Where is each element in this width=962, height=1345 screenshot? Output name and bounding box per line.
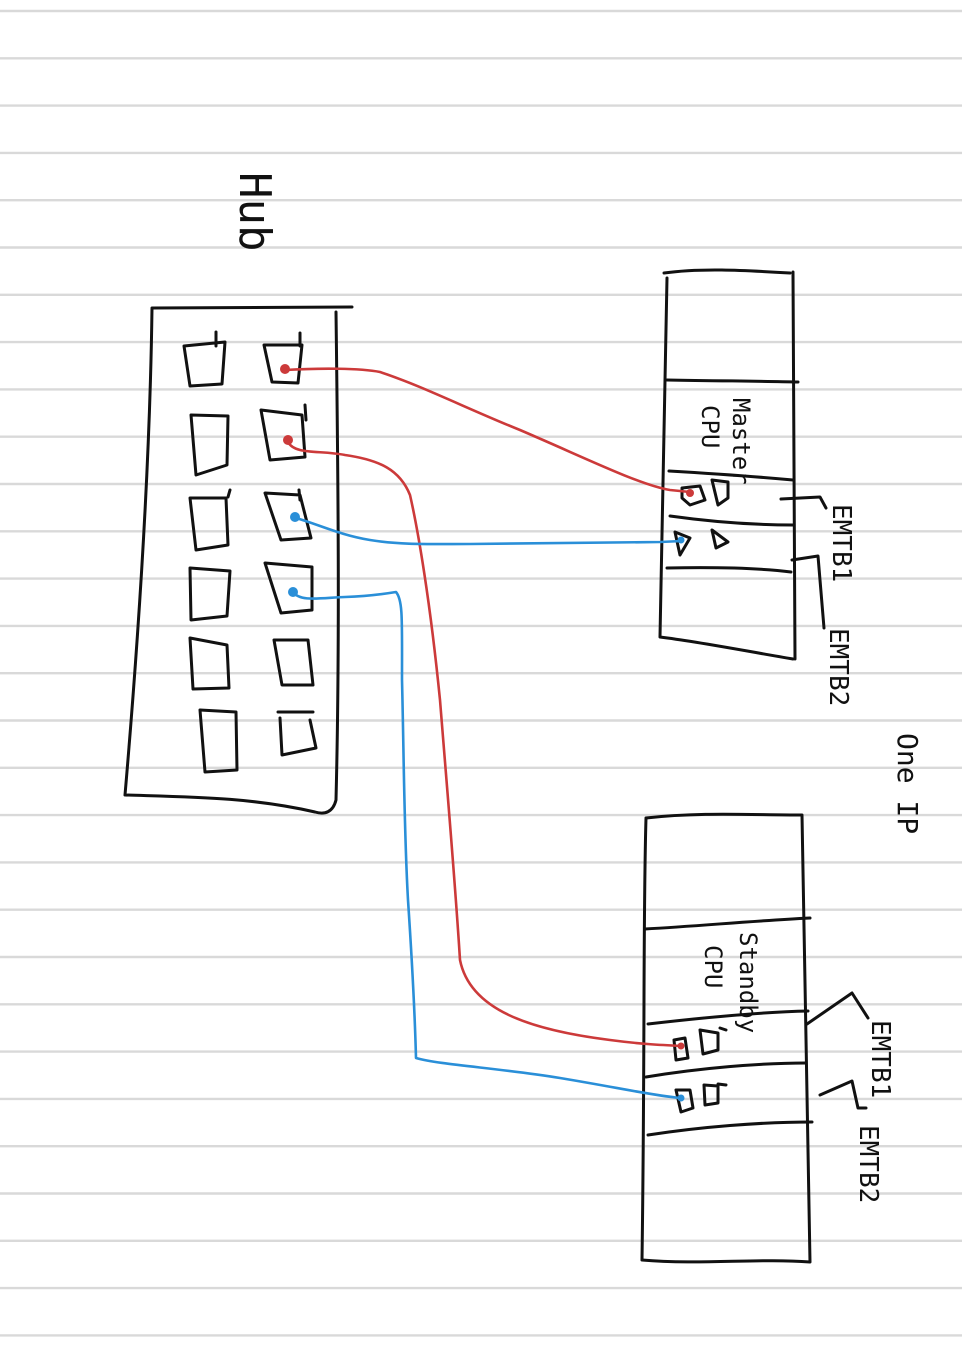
hub-port-connected-red (259, 403, 308, 462)
red-cable-endpoint (677, 1042, 685, 1050)
master-emtb1-leader (779, 495, 828, 510)
master-rack-slot-divider (665, 378, 800, 384)
red-cable-endpoint (283, 435, 293, 445)
master-module1-port (680, 484, 707, 507)
hub-port (188, 636, 231, 691)
standby-emtb1-leader (805, 991, 870, 1026)
standby-rack-outline (640, 812, 812, 1264)
master-emtb2-label: EMTB2 (823, 628, 853, 706)
master-module2-port (673, 530, 692, 557)
hub-ports-left-column (182, 330, 239, 774)
master-module1-port (710, 478, 730, 507)
blue-cable-endpoint (677, 536, 685, 544)
master-rack-slot-divider (665, 566, 793, 574)
standby-module2-port (674, 1088, 695, 1114)
master-cpu-label-line2: CPU (696, 405, 724, 448)
hub-port (182, 330, 227, 388)
hub-port (189, 413, 230, 477)
hub-label: Hub (229, 172, 280, 251)
red-cable-endpoint (280, 364, 290, 374)
hub-port (198, 708, 239, 774)
standby-module1-port (672, 1036, 690, 1062)
standby-emtb2-label: EMTB2 (853, 1125, 883, 1203)
blue-cable-endpoint (290, 512, 300, 522)
hub-ports-right-column (259, 331, 318, 757)
hub-outline (123, 305, 354, 815)
standby-emtb1-label: EMTB1 (865, 1020, 895, 1098)
cables (280, 364, 694, 1102)
hub-port-connected-red (262, 331, 304, 385)
blue-cable-endpoint (288, 587, 298, 597)
hub-port (272, 638, 315, 687)
red-cable-hub-to-standby (286, 440, 684, 1048)
standby-rack-slot-divider (643, 916, 812, 931)
master-rack-outline (658, 268, 797, 661)
master-emtb1-label: EMTB1 (826, 504, 856, 582)
standby-rack-slot-divider (644, 1061, 808, 1079)
standby-cpu-label-line2: CPU (699, 945, 727, 988)
hub-port-connected-blue (263, 488, 313, 542)
standby-module1-port (698, 1026, 728, 1056)
master-emtb2-leader (790, 554, 826, 630)
hub-port (188, 488, 232, 552)
standby-rack: Standby CPU EMTB1 EMTB2 (640, 812, 895, 1264)
standby-cpu-label-line1: Standby (734, 932, 762, 1033)
hub-port (188, 566, 232, 622)
ruled-lines (0, 9, 962, 1337)
blue-cable-hub-to-standby (291, 590, 682, 1100)
standby-rack-slot-divider (646, 1009, 810, 1026)
master-cpu-label-line1: Master (727, 398, 755, 485)
red-cable-endpoint (686, 489, 694, 497)
master-rack-slot-divider (668, 514, 795, 527)
standby-emtb2-leader (818, 1079, 868, 1110)
hub-port (276, 710, 318, 757)
master-rack-slot-divider (667, 469, 795, 482)
one-ip-label: One IP (891, 733, 924, 834)
standby-rack-slot-divider (646, 1120, 814, 1137)
hub-port-connected-blue (263, 561, 314, 615)
hub: Hub (123, 172, 354, 815)
blue-cable-endpoint (677, 1094, 685, 1102)
blue-cable-hub-to-master (294, 516, 684, 546)
master-module2-port (710, 528, 730, 550)
standby-module2-port (702, 1082, 728, 1107)
master-rack: Master CPU EMTB1 EMTB2 (658, 268, 856, 706)
red-cable-hub-to-master (283, 367, 692, 494)
